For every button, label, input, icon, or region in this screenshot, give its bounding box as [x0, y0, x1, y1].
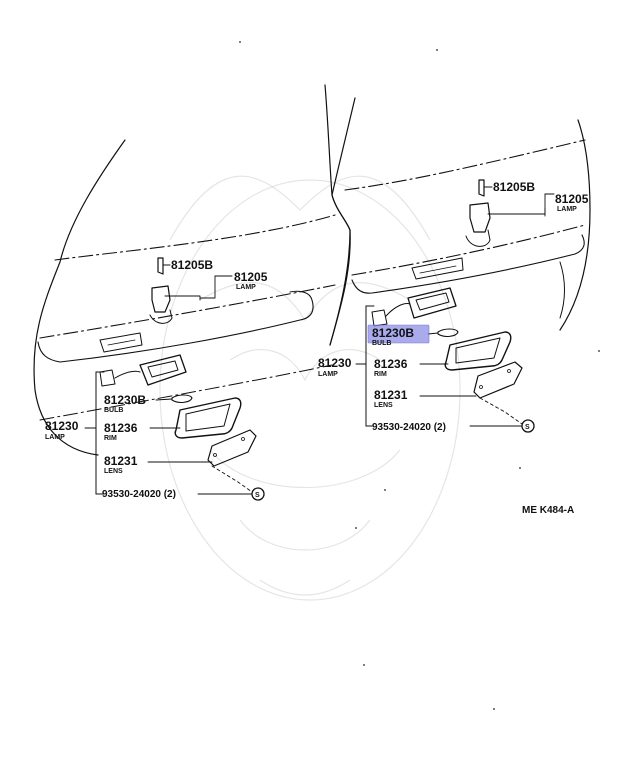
left-lamp-label: LAMP [236, 284, 256, 291]
left-parts [84, 257, 265, 501]
highlight-right-bulb [367, 324, 430, 344]
left-door [33, 84, 351, 456]
right-clip-number: 81205B [493, 180, 535, 194]
left-callouts: 81205B 81205 LAMP 81230B BULB 81230 LAMP… [45, 258, 268, 500]
right-rim-number: 81236 [374, 357, 408, 371]
left-rim-label: RIM [104, 435, 117, 442]
left-clip-number: 81205B [171, 258, 213, 272]
left-rim-number: 81236 [104, 421, 138, 435]
right-screw-mark: S [525, 424, 530, 431]
right-bulb-number: 81230B [372, 326, 414, 340]
left-lens-label: LENS [104, 468, 123, 475]
right-door [329, 97, 591, 346]
right-screw-number: 93530-24020 (2) [372, 422, 446, 433]
right-lamp-label: LAMP [557, 206, 577, 213]
left-bulb-number: 81230B [104, 393, 146, 407]
right-lens-number: 81231 [374, 388, 408, 402]
scan-specks [239, 41, 600, 710]
watermark-emblem [159, 175, 461, 601]
figure-code: ME K484-A [522, 505, 574, 516]
right-bulb-label: BULB [372, 340, 391, 347]
right-lamp-number: 81205 [555, 192, 589, 206]
right-lens-label: LENS [374, 402, 393, 409]
left-assy-label: LAMP [45, 434, 65, 441]
right-callouts: 81205B 81205 LAMP 81230B BULB 81230 LAMP… [318, 180, 589, 433]
right-assy-label: LAMP [318, 371, 338, 378]
left-screw-mark: S [255, 492, 260, 499]
left-bulb-label: BULB [104, 407, 123, 414]
left-lens-number: 81231 [104, 454, 138, 468]
left-assy-number: 81230 [45, 419, 79, 433]
right-assy-number: 81230 [318, 356, 352, 370]
left-lamp-number: 81205 [234, 270, 268, 284]
left-screw-number: 93530-24020 (2) [102, 489, 176, 500]
right-rim-label: RIM [374, 371, 387, 378]
right-parts [355, 179, 555, 433]
